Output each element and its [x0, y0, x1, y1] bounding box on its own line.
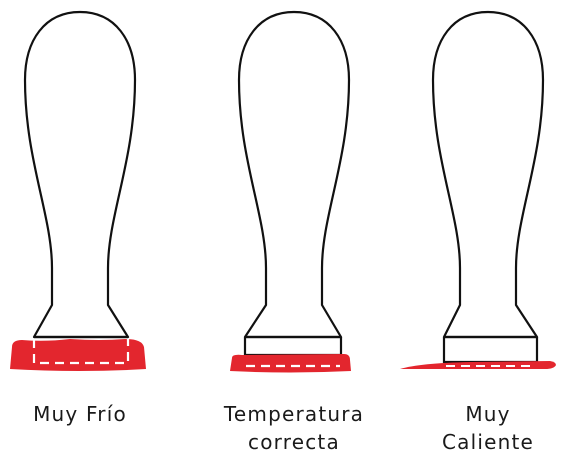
- label-line: Muy Frío: [20, 400, 140, 428]
- stamp-cold: [10, 12, 146, 371]
- label-muy-caliente: Muy Caliente: [428, 400, 548, 456]
- label-line: Caliente: [428, 428, 548, 456]
- wax-puddle-medium: [230, 354, 351, 373]
- wax-puddle-thick: [10, 339, 146, 371]
- label-muy-frio: Muy Frío: [20, 400, 140, 428]
- label-temperatura-correcta: Temperatura correcta: [209, 400, 379, 456]
- stamp-handle-outline: [25, 12, 135, 337]
- stamp-correct: [230, 12, 351, 373]
- stamp-handle-outline: [239, 12, 349, 337]
- label-line: correcta: [209, 428, 379, 456]
- label-line: Temperatura: [209, 400, 379, 428]
- stamp-face-rect: [245, 337, 341, 355]
- stamp-handle-outline: [433, 12, 543, 337]
- stamp-face-rect: [444, 337, 537, 362]
- label-line: Muy: [428, 400, 548, 428]
- stamp-hot: [400, 12, 556, 369]
